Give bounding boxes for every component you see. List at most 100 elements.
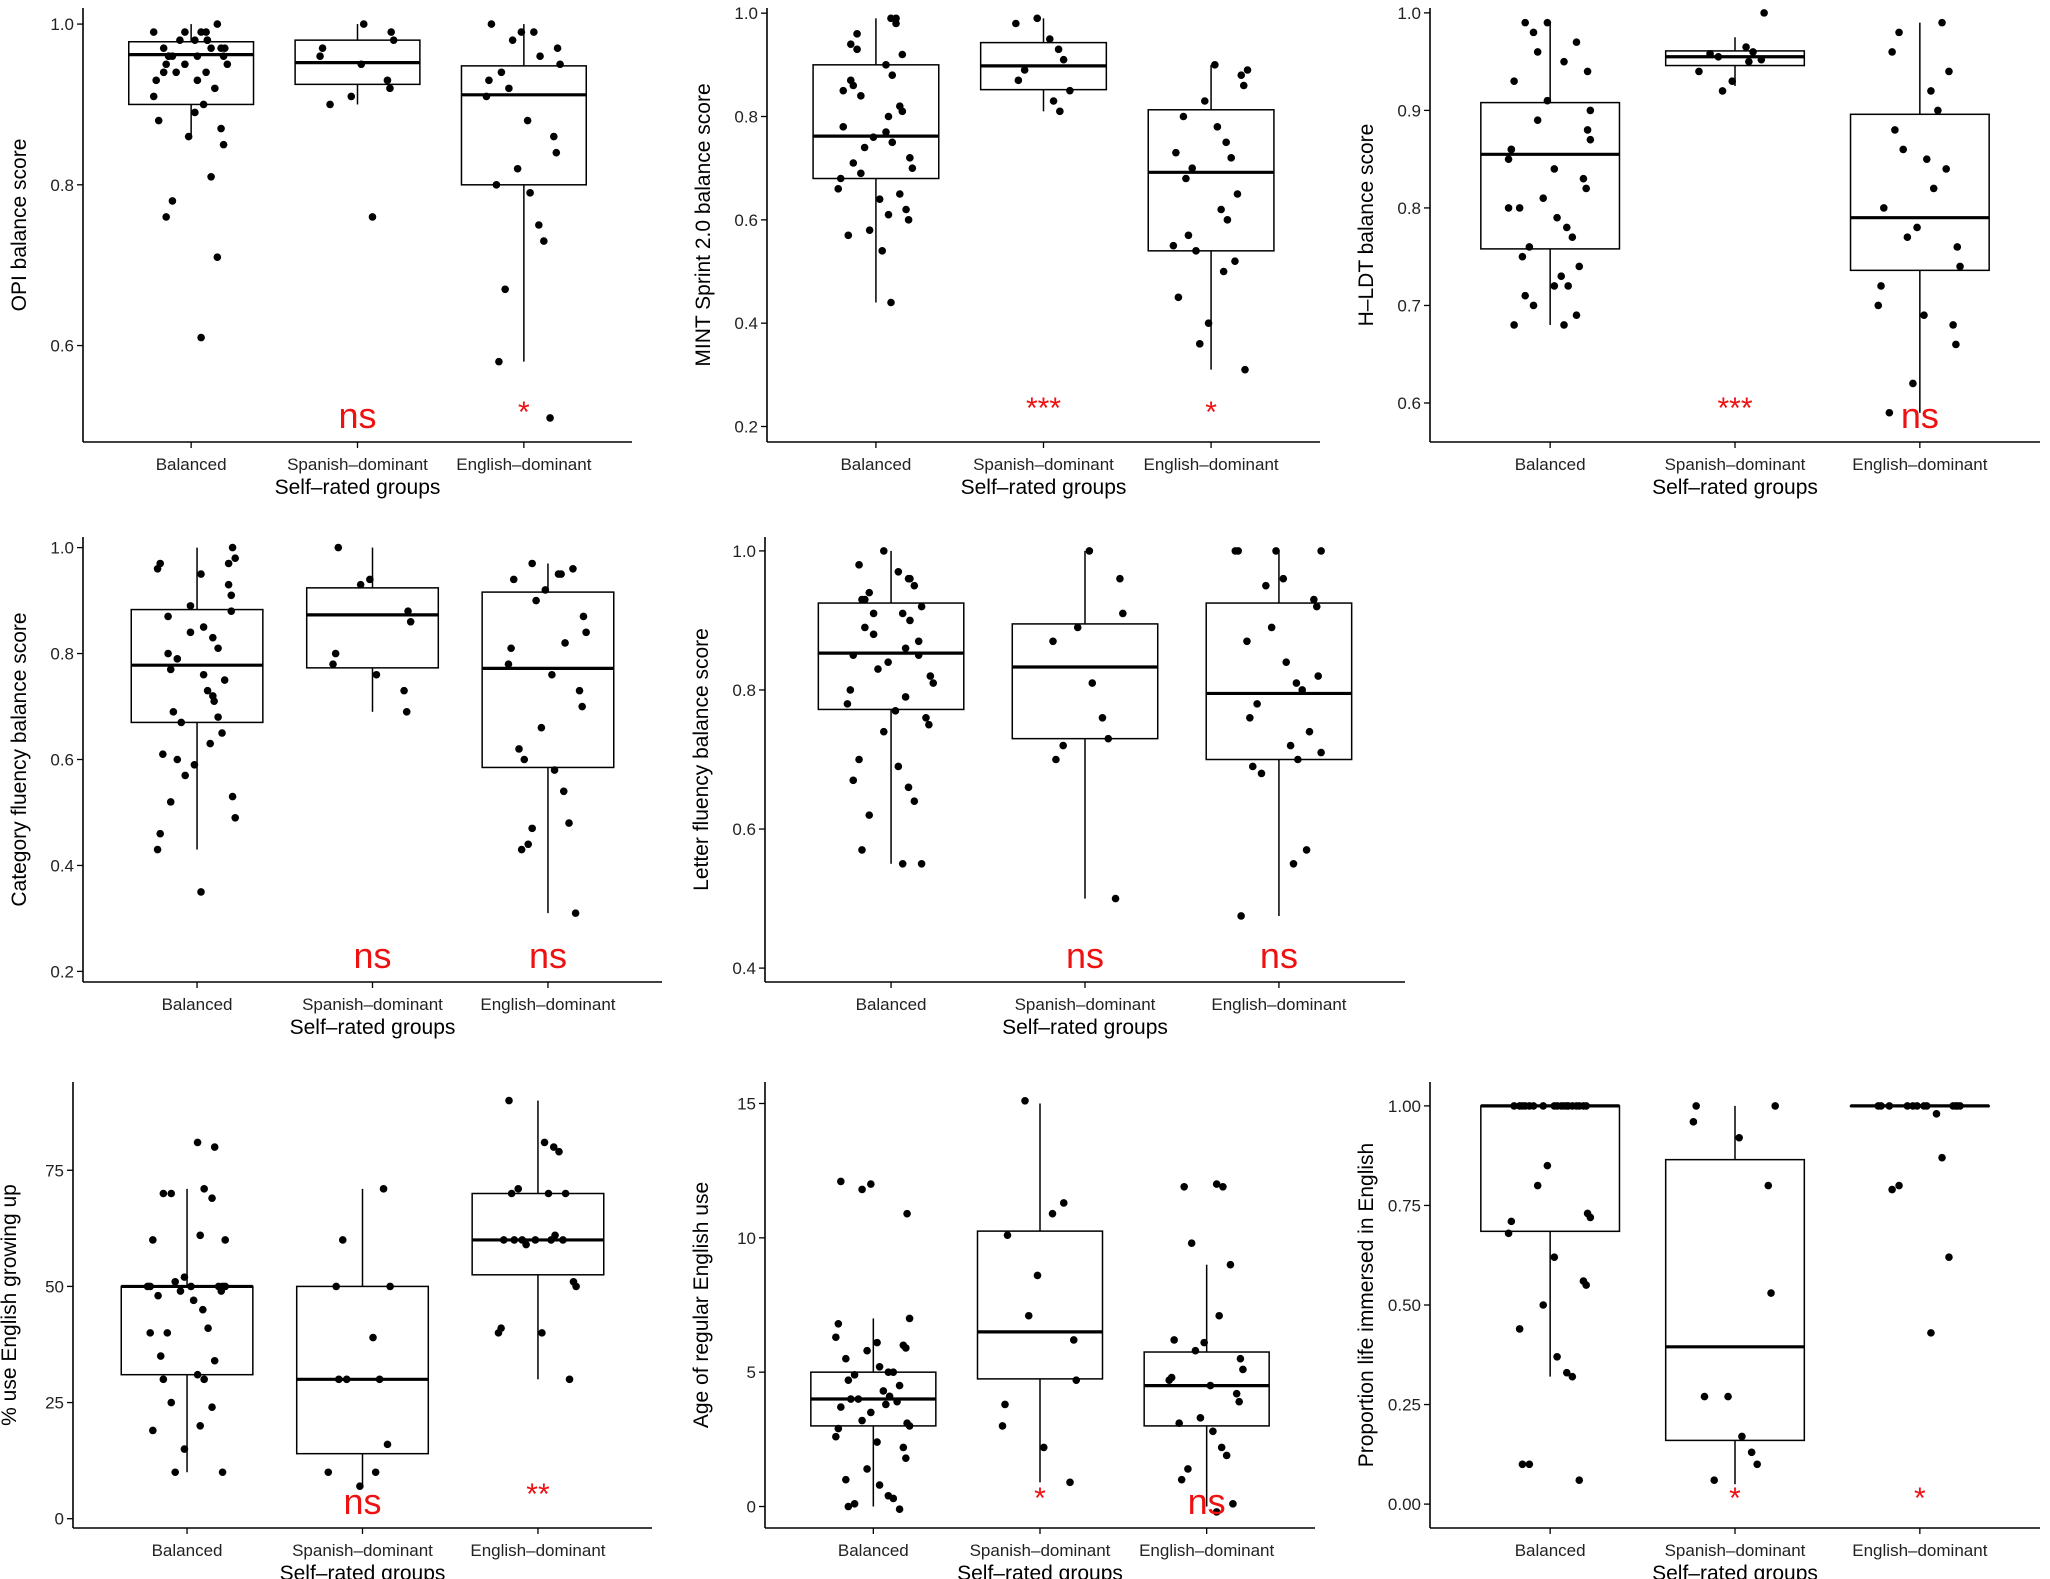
data-point — [1305, 727, 1314, 736]
data-point — [492, 181, 501, 189]
data-point — [561, 1189, 570, 1198]
data-point — [224, 580, 233, 589]
data-point — [1927, 87, 1935, 95]
data-point — [1317, 748, 1325, 757]
data-point — [184, 132, 193, 141]
data-point — [888, 138, 897, 147]
data-point — [1024, 1311, 1033, 1320]
data-point — [850, 1371, 859, 1379]
data-point — [510, 1236, 519, 1244]
data-point — [1553, 213, 1561, 222]
data-point — [1227, 154, 1235, 162]
data-point — [569, 564, 577, 573]
data-point — [554, 570, 563, 578]
data-point — [1742, 43, 1750, 51]
data-point — [901, 644, 910, 653]
data-point — [524, 840, 533, 849]
data-point — [159, 68, 168, 77]
data-point — [926, 672, 935, 680]
data-point — [1572, 1102, 1581, 1110]
y-tick-label: 50 — [45, 1277, 64, 1296]
iqr-box — [1480, 1105, 1621, 1233]
data-point — [162, 60, 170, 69]
data-point — [1302, 846, 1311, 854]
data-point — [1059, 741, 1067, 750]
data-point — [356, 580, 365, 589]
data-point — [1241, 365, 1249, 374]
data-point — [1177, 1475, 1186, 1484]
data-point — [559, 1236, 567, 1244]
data-point — [889, 1368, 898, 1376]
data-point — [1927, 1329, 1935, 1337]
data-point — [515, 745, 523, 753]
data-point — [219, 140, 228, 149]
y-tick-label: 0.6 — [732, 820, 756, 839]
data-point — [1310, 595, 1318, 604]
y-tick-label: 1.0 — [50, 15, 74, 34]
data-point — [1237, 71, 1246, 79]
data-point — [1294, 755, 1302, 764]
significance-label: * — [1729, 1482, 1741, 1515]
significance-label: ns — [353, 935, 391, 976]
data-point — [153, 564, 162, 573]
data-point — [917, 602, 926, 611]
data-point — [190, 760, 199, 769]
data-point — [1195, 340, 1204, 348]
data-point — [535, 221, 543, 229]
data-point — [213, 20, 222, 28]
data-point — [197, 888, 205, 896]
box-1 — [128, 24, 255, 137]
data-point — [1504, 1229, 1513, 1238]
data-point — [1749, 48, 1757, 56]
data-point — [1515, 1325, 1524, 1333]
x-tick-label: Balanced — [840, 455, 911, 474]
iqr-box — [128, 41, 255, 106]
data-point — [1098, 713, 1107, 722]
data-point — [168, 197, 177, 205]
data-point — [386, 1282, 394, 1291]
data-point — [214, 713, 222, 721]
data-point — [191, 108, 199, 117]
data-point — [146, 1329, 154, 1337]
data-point — [517, 845, 526, 854]
x-axis-title: Self–rated groups — [1652, 1562, 1818, 1579]
data-point — [200, 1185, 208, 1193]
data-point — [1945, 67, 1953, 76]
data-point — [1504, 155, 1513, 163]
data-point — [875, 195, 884, 203]
data-point — [1279, 574, 1288, 583]
data-point — [507, 644, 515, 653]
data-point — [858, 846, 866, 854]
data-point — [1001, 1400, 1009, 1409]
box-3 — [460, 24, 587, 362]
data-point — [899, 1443, 908, 1452]
data-point — [1572, 311, 1581, 320]
data-point — [846, 76, 855, 85]
data-point — [1583, 126, 1592, 134]
data-point — [164, 649, 172, 658]
data-point — [528, 824, 536, 833]
data-point — [331, 649, 340, 658]
data-point — [1045, 35, 1054, 43]
significance-label: ns — [1066, 935, 1104, 976]
data-point — [532, 596, 540, 605]
data-point — [1180, 1182, 1188, 1191]
data-point — [1054, 45, 1063, 54]
data-point — [191, 36, 199, 44]
y-axis-title: MINT Sprint 2.0 balance score — [692, 83, 715, 366]
y-tick-label: 0.6 — [50, 751, 74, 770]
data-point — [894, 567, 903, 576]
data-point — [217, 124, 225, 133]
data-point — [505, 84, 513, 93]
data-point — [1059, 55, 1068, 64]
data-point — [860, 143, 869, 152]
data-point — [844, 1502, 853, 1511]
data-point — [834, 1320, 843, 1328]
y-tick-label: 0.6 — [50, 337, 74, 356]
data-point — [850, 1500, 859, 1508]
data-point — [849, 776, 858, 785]
data-point — [208, 1194, 216, 1202]
